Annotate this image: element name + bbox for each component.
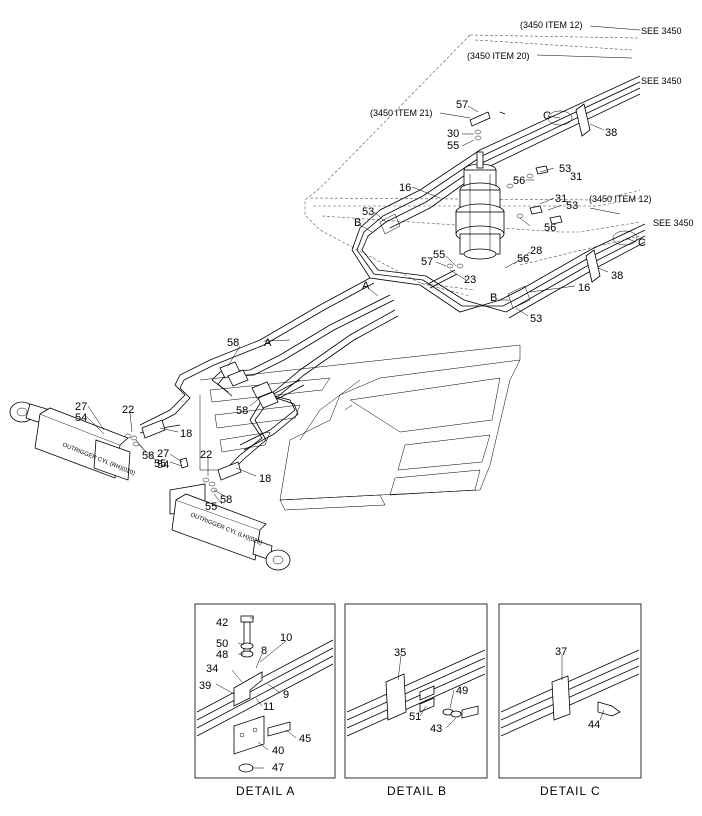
callout-48: 48 bbox=[216, 649, 228, 661]
ref-3450-item-12-top: (3450 ITEM 12) bbox=[520, 20, 583, 30]
callout-31: 31 bbox=[570, 171, 582, 183]
callout-18: 18 bbox=[180, 428, 192, 440]
callout-18: 18 bbox=[259, 473, 271, 485]
callout-c: C bbox=[638, 237, 646, 249]
tube-bundle-upper bbox=[379, 75, 641, 229]
detail-c-box bbox=[498, 603, 642, 779]
detail-b-drawing bbox=[346, 649, 486, 737]
detail-a-title: DETAIL A bbox=[236, 784, 295, 798]
callout-a: A bbox=[264, 337, 272, 349]
callout-40: 40 bbox=[272, 745, 284, 757]
main-tube-run bbox=[139, 209, 507, 475]
callout-8: 8 bbox=[261, 645, 267, 657]
ref-see-3450-lower: SEE 3450 bbox=[653, 218, 694, 228]
callout-53: 53 bbox=[559, 163, 571, 175]
callout-55: 55 bbox=[433, 249, 445, 261]
callout-16: 16 bbox=[578, 282, 590, 294]
detail-a-box bbox=[194, 603, 336, 779]
swivel-joint bbox=[427, 111, 563, 289]
callout-55: 55 bbox=[154, 458, 166, 470]
callout-47: 47 bbox=[272, 762, 284, 774]
callout-35: 35 bbox=[394, 647, 406, 659]
callout-58: 58 bbox=[220, 494, 232, 506]
detail-titles: DETAIL A DETAIL B DETAIL C bbox=[236, 784, 601, 798]
dashed-reference-lines bbox=[304, 34, 641, 297]
callout-27: 27 bbox=[157, 448, 169, 460]
callout-23: 23 bbox=[464, 274, 476, 286]
detail-b-box bbox=[344, 603, 488, 779]
part-callouts: 57 30 55 C 38 16 53 31 56 31 53 53 B 56 … bbox=[75, 99, 646, 513]
callout-56: 56 bbox=[513, 175, 525, 187]
callout-58: 58 bbox=[227, 337, 239, 349]
callout-55: 55 bbox=[205, 501, 217, 513]
outrigger-cylinder-lh: OUTRIGGER CYL (LH)(020) bbox=[169, 483, 291, 571]
callout-56: 56 bbox=[517, 253, 529, 265]
ref-see-3450-top: SEE 3450 bbox=[641, 26, 682, 36]
detail-c-title: DETAIL C bbox=[540, 784, 601, 798]
ref-3450-item-21: (3450 ITEM 21) bbox=[370, 108, 433, 118]
callout-30: 30 bbox=[447, 128, 459, 140]
callout-9: 9 bbox=[283, 689, 289, 701]
callout-58: 58 bbox=[236, 405, 248, 417]
callout-42: 42 bbox=[216, 617, 228, 629]
callout-53: 53 bbox=[530, 313, 542, 325]
callout-37: 37 bbox=[555, 646, 567, 658]
callout-43: 43 bbox=[430, 723, 442, 735]
leader-lines bbox=[85, 25, 641, 505]
callout-28: 28 bbox=[530, 245, 542, 257]
callout-51: 51 bbox=[409, 711, 421, 723]
callout-57: 57 bbox=[421, 256, 433, 268]
callout-27: 27 bbox=[75, 401, 87, 413]
detail-c-drawing bbox=[500, 649, 640, 737]
callout-58: 58 bbox=[142, 450, 154, 462]
callout-50: 50 bbox=[216, 638, 228, 650]
callout-38: 38 bbox=[611, 270, 623, 282]
callout-49: 49 bbox=[456, 685, 468, 697]
callout-53: 53 bbox=[362, 206, 374, 218]
callout-54: 54 bbox=[157, 459, 169, 471]
detail-callouts: 42 50 48 10 8 34 39 9 11 45 40 47 35 49 … bbox=[199, 617, 600, 774]
detail-a-drawing bbox=[196, 615, 334, 773]
callout-11: 11 bbox=[263, 701, 274, 713]
callout-34: 34 bbox=[206, 663, 218, 675]
callout-22: 22 bbox=[200, 449, 212, 461]
reference-labels: (3450 ITEM 12) SEE 3450 (3450 ITEM 20) S… bbox=[370, 20, 694, 228]
callout-55: 55 bbox=[447, 140, 459, 152]
callout-54: 54 bbox=[75, 412, 87, 424]
callout-b: B bbox=[354, 217, 361, 229]
ref-3450-item-12-lower: (3450 ITEM 12) bbox=[589, 194, 652, 204]
ref-see-3450-mid: SEE 3450 bbox=[641, 76, 682, 86]
callout-b: B bbox=[490, 292, 497, 304]
callout-31: 31 bbox=[555, 193, 567, 205]
callout-a: A bbox=[362, 280, 370, 292]
callout-45: 45 bbox=[299, 733, 311, 745]
callout-53: 53 bbox=[566, 200, 578, 212]
callout-16: 16 bbox=[399, 182, 411, 194]
callout-10: 10 bbox=[280, 632, 292, 644]
tube-clamps bbox=[379, 103, 601, 309]
callout-57: 57 bbox=[456, 99, 468, 111]
callout-c: C bbox=[543, 110, 551, 122]
outrigger-cylinder-rh: OUTRIGGER CYL (RH)(020) bbox=[9, 401, 136, 481]
callout-38: 38 bbox=[605, 127, 617, 139]
callout-39: 39 bbox=[199, 680, 211, 692]
detail-b-title: DETAIL B bbox=[387, 784, 447, 798]
ref-3450-item-20: (3450 ITEM 20) bbox=[467, 51, 530, 61]
callout-56: 56 bbox=[544, 222, 556, 234]
callout-22: 22 bbox=[122, 404, 134, 416]
callout-44: 44 bbox=[588, 719, 600, 731]
machine-frame-outline bbox=[199, 344, 521, 511]
